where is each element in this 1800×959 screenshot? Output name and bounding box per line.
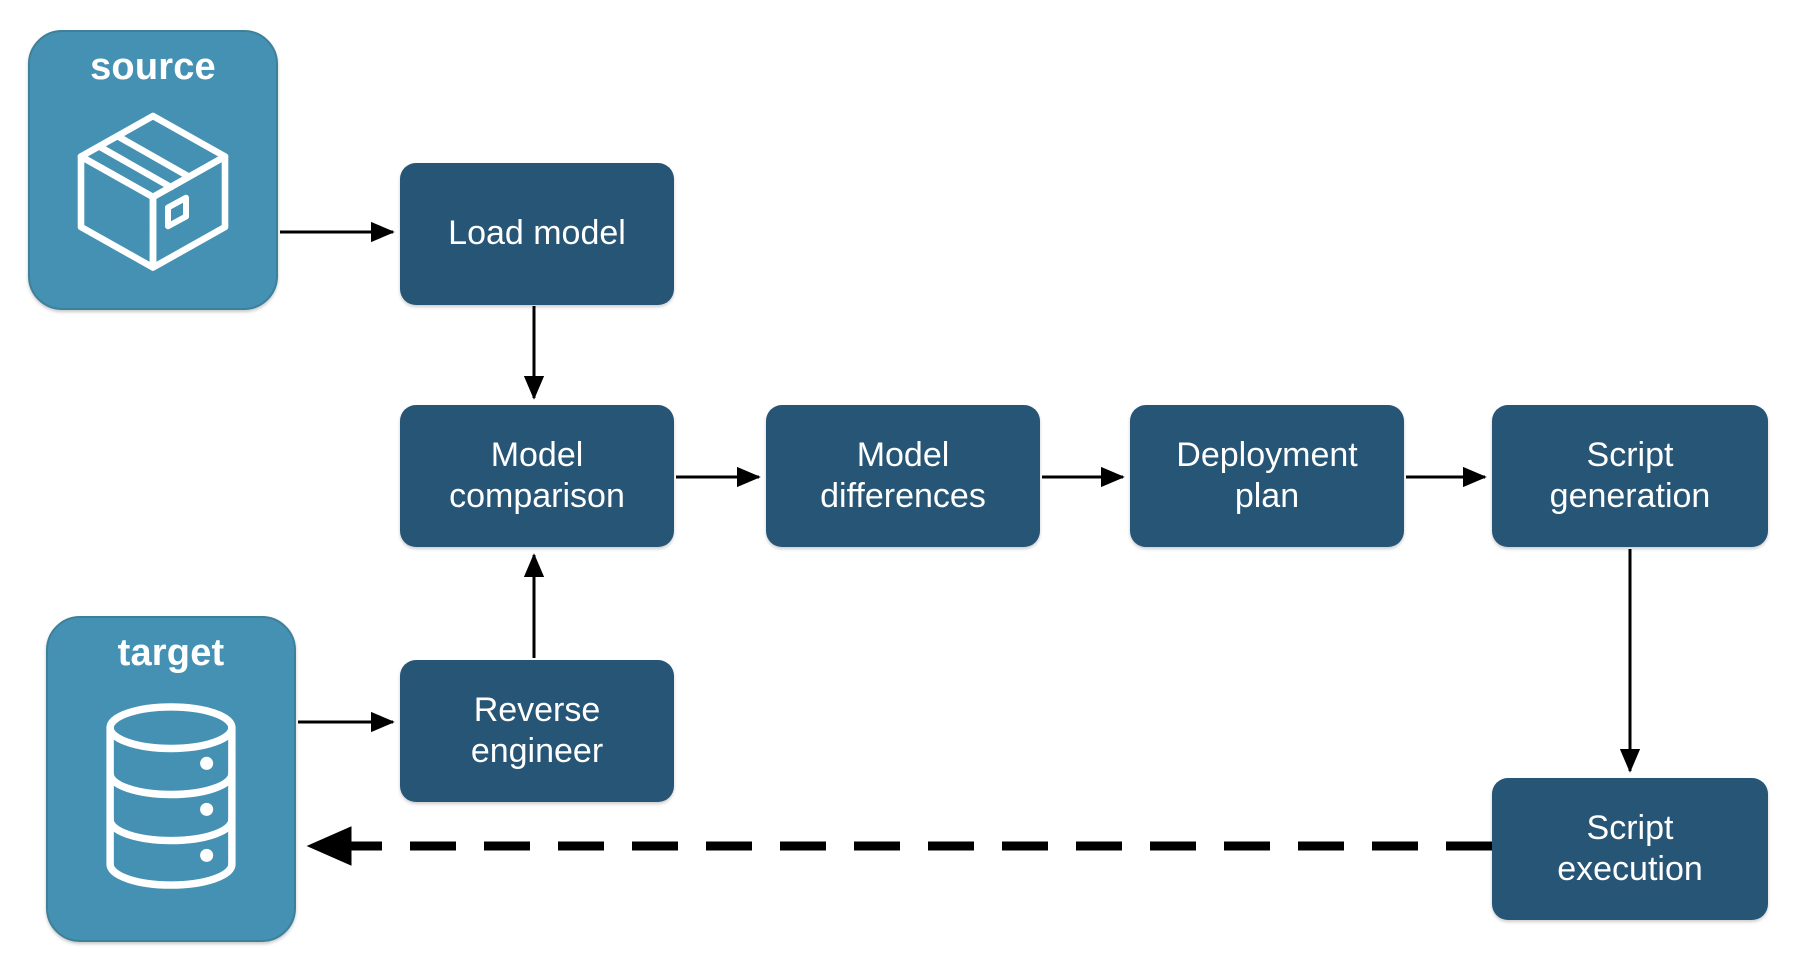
- process-node-reverse-engineer[interactable]: Reverse engineer: [400, 660, 674, 802]
- process-node-load-model[interactable]: Load model: [400, 163, 674, 305]
- endpoint-node-target[interactable]: target: [46, 616, 296, 942]
- process-label-line1: Model: [856, 435, 950, 474]
- process-node-script-generation[interactable]: Script generation: [1492, 405, 1768, 547]
- endpoint-label-target: target: [117, 632, 225, 674]
- process-label-line2: comparison: [449, 477, 625, 515]
- process-node-deployment-plan[interactable]: Deployment plan: [1130, 405, 1404, 547]
- process-label-line2: generation: [1549, 477, 1711, 515]
- process-label-line2: engineer: [470, 732, 604, 770]
- process-label-line1: Load model: [448, 214, 626, 253]
- process-node-script-execution[interactable]: Script execution: [1492, 778, 1768, 920]
- endpoint-label-source: source: [90, 46, 216, 88]
- process-label-line2: differences: [820, 477, 986, 515]
- process-label-line1: Reverse: [473, 690, 601, 729]
- database-cylinder-icon: [48, 672, 294, 920]
- endpoint-node-source[interactable]: source: [28, 30, 278, 310]
- process-label-line1: Deployment: [1176, 435, 1358, 474]
- process-label-line2: execution: [1557, 850, 1703, 888]
- process-label-line1: Script: [1586, 435, 1674, 474]
- process-label-line1: Model: [490, 435, 584, 474]
- package-box-icon: [30, 86, 276, 290]
- process-label-line1: Script: [1586, 808, 1674, 847]
- process-node-model-differences[interactable]: Model differences: [766, 405, 1040, 547]
- process-node-model-comparison[interactable]: Model comparison: [400, 405, 674, 547]
- process-label-line2: plan: [1234, 477, 1300, 515]
